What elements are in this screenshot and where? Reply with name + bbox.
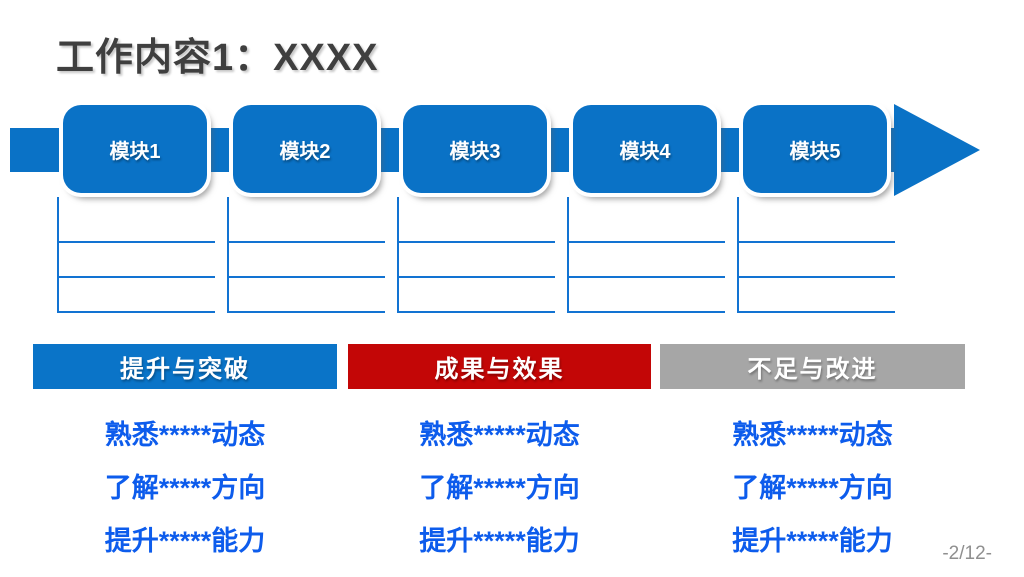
table-row-line xyxy=(569,311,725,313)
section-text-line: 熟悉*****动态 xyxy=(732,420,893,450)
section-text-line: 提升*****能力 xyxy=(104,526,266,556)
table-row-line xyxy=(569,276,725,278)
module-label: 模块5 xyxy=(789,140,841,163)
module-table-5 xyxy=(737,197,895,313)
table-row-line xyxy=(59,241,215,243)
section-text-column-1: 熟悉*****动态 了解*****方向 提升*****能力 xyxy=(33,409,337,568)
section-text-line: 了解*****方向 xyxy=(419,473,580,503)
flow-arrowhead-icon xyxy=(894,104,980,196)
table-row-line xyxy=(59,276,215,278)
table-row-line xyxy=(59,311,215,313)
table-row-line xyxy=(399,241,555,243)
module-box-3: 模块3 xyxy=(403,105,547,193)
section-text-line: 了解*****方向 xyxy=(732,473,893,503)
module-table-2 xyxy=(227,197,385,313)
table-row-line xyxy=(229,276,385,278)
section-bar-improvement: 提升与突破 xyxy=(33,344,337,389)
section-text-line: 提升*****能力 xyxy=(419,526,580,556)
page-title: 工作内容1：XXXX xyxy=(56,37,379,79)
table-row-line xyxy=(399,276,555,278)
section-text-line: 了解*****方向 xyxy=(104,473,266,503)
module-table-1 xyxy=(57,197,215,313)
table-row-line xyxy=(399,311,555,313)
module-table-4 xyxy=(567,197,725,313)
table-row-line xyxy=(229,311,385,313)
table-row-line xyxy=(739,276,895,278)
section-text-line: 熟悉*****动态 xyxy=(419,420,580,450)
section-text-line: 熟悉*****动态 xyxy=(104,420,266,450)
page-number: -2/12- xyxy=(942,543,992,564)
table-row-line xyxy=(569,241,725,243)
section-bar-label: 不足与改进 xyxy=(747,356,878,383)
table-row-line xyxy=(229,241,385,243)
module-label: 模块1 xyxy=(109,140,161,163)
module-label: 模块2 xyxy=(279,140,331,163)
module-box-1: 模块1 xyxy=(63,105,207,193)
module-box-5: 模块5 xyxy=(743,105,887,193)
section-text-column-2: 熟悉*****动态 了解*****方向 提升*****能力 xyxy=(348,409,651,568)
module-label: 模块4 xyxy=(619,140,671,163)
module-table-3 xyxy=(397,197,555,313)
section-text-line: 提升*****能力 xyxy=(732,526,893,556)
table-row-line xyxy=(739,311,895,313)
table-row-line xyxy=(739,241,895,243)
section-text-column-3: 熟悉*****动态 了解*****方向 提升*****能力 xyxy=(660,409,965,568)
section-bar-shortcomings: 不足与改进 xyxy=(660,344,965,389)
module-label: 模块3 xyxy=(449,140,501,163)
section-bar-label: 提升与突破 xyxy=(120,356,250,383)
module-box-4: 模块4 xyxy=(573,105,717,193)
section-bar-label: 成果与效果 xyxy=(434,356,565,383)
section-bar-results: 成果与效果 xyxy=(348,344,651,389)
module-box-2: 模块2 xyxy=(233,105,377,193)
